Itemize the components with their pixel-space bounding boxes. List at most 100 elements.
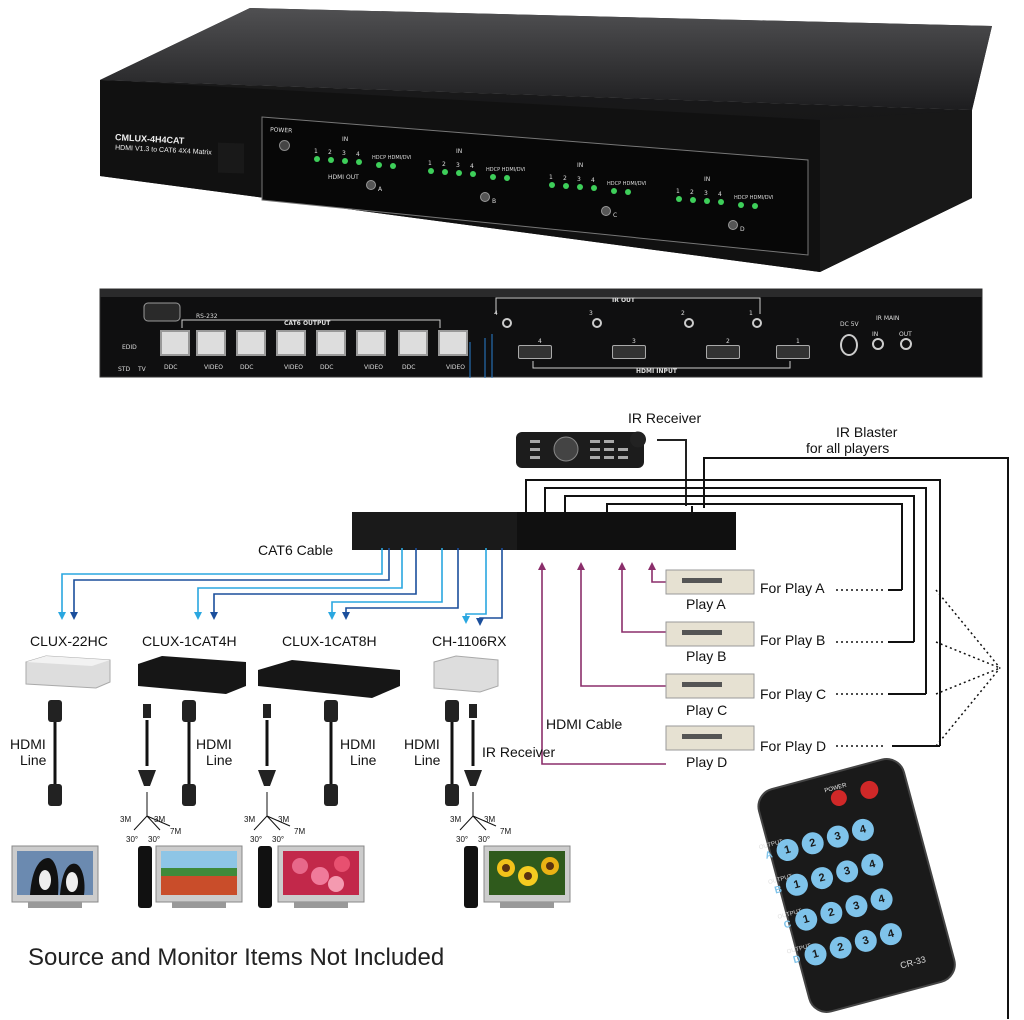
input-led <box>356 159 362 165</box>
ddc-label: DDC <box>164 364 178 371</box>
ir-out-jack[interactable] <box>502 318 512 328</box>
remote-output-button[interactable]: 2 <box>808 864 836 892</box>
cat6-port[interactable] <box>356 330 386 356</box>
remote-output-button[interactable]: 2 <box>827 934 855 962</box>
ir-out-jack[interactable] <box>752 318 762 328</box>
cat6-port[interactable] <box>196 330 226 356</box>
hdcp-led <box>490 174 496 180</box>
player-name-label: Play D <box>686 754 728 770</box>
remote-output-button[interactable]: 3 <box>833 857 861 885</box>
zone-select-button[interactable] <box>480 192 490 202</box>
front-hdcp-label: HDCP HDMI/DVI <box>607 181 647 187</box>
front-input-number: 3 <box>456 162 460 169</box>
remote-output-button[interactable]: 2 <box>799 829 827 857</box>
input-led <box>690 197 696 203</box>
cat6-port[interactable] <box>316 330 346 356</box>
front-hdcp-label: HDCP HDMI/DVI <box>372 155 412 161</box>
front-in-label: IN <box>342 136 349 143</box>
ir-out-jack[interactable] <box>592 318 602 328</box>
ddc-label: DDC <box>240 364 254 371</box>
zone-select-button[interactable] <box>601 206 611 216</box>
zone-select-button[interactable] <box>366 180 376 190</box>
hdmi-input-number: 1 <box>796 338 800 345</box>
ir-out-jack[interactable] <box>684 318 694 328</box>
cat6-port[interactable] <box>276 330 306 356</box>
remote-output-button[interactable]: 4 <box>858 851 886 879</box>
receiver-ch-1106rx: CH-1106RX <box>432 633 507 649</box>
input-led <box>328 157 334 163</box>
ir-blaster-label: IR Blaster <box>836 424 898 440</box>
hdmi-input-port[interactable] <box>776 345 810 359</box>
cat6-port[interactable] <box>398 330 428 356</box>
front-hdcp-label: HDCP HDMI/DVI <box>734 195 774 201</box>
player-remote-label: For Play B <box>760 632 826 648</box>
dc-jack[interactable] <box>840 334 858 356</box>
footnote: Source and Monitor Items Not Included <box>28 944 445 971</box>
front-input-number: 2 <box>690 189 694 196</box>
cat6-port[interactable] <box>236 330 266 356</box>
cat6-port[interactable] <box>160 330 190 356</box>
hdmi-line-label: HDMI <box>196 736 232 752</box>
ir-main-out-jack[interactable] <box>900 338 912 350</box>
ir-out-number: 4 <box>494 310 498 317</box>
ddc-label: DDC <box>320 364 334 371</box>
remote-output-button[interactable]: 3 <box>824 823 852 851</box>
hdcp-led <box>738 202 744 208</box>
ir-out-number: 2 <box>681 310 685 317</box>
hdmi-input-port[interactable] <box>612 345 646 359</box>
player-name-label: Play B <box>686 648 727 664</box>
hdmi-input-port[interactable] <box>518 345 552 359</box>
hdmi-input-port[interactable] <box>706 345 740 359</box>
remote-output-button[interactable]: 4 <box>877 920 905 948</box>
remote-output-button[interactable]: 4 <box>849 816 877 844</box>
input-led <box>342 158 348 164</box>
dc-label: DC 5V <box>840 321 859 328</box>
zone-letter: A <box>378 186 383 193</box>
hdmi-input-number: 2 <box>726 338 730 345</box>
range-3m-label: 3M <box>120 815 132 824</box>
receiver-clux-1cat4h: CLUX-1CAT4H <box>142 633 237 649</box>
angle-label: 30° <box>456 835 469 844</box>
input-led <box>591 185 597 191</box>
power-button[interactable] <box>279 140 290 151</box>
std-label: STD <box>118 366 131 373</box>
front-in-label: IN <box>456 148 463 155</box>
receiver-clux-1cat8h: CLUX-1CAT8H <box>282 633 377 649</box>
remote-model-label: CR-33 <box>899 954 927 971</box>
zone-letter: D <box>740 226 745 233</box>
hdmi-input-label: HDMI INPUT <box>636 368 677 375</box>
ir-main-label: IR MAIN <box>876 315 900 322</box>
rs232-label: RS-232 <box>196 313 218 320</box>
hdmi-cable-label: HDMI Cable <box>546 716 623 732</box>
hdmi-input-number: 4 <box>538 338 542 345</box>
ir-main-in-jack[interactable] <box>872 338 884 350</box>
hdmi-line-label: HDMI <box>10 736 46 752</box>
remote-output-button[interactable]: 2 <box>817 899 845 927</box>
ddc-label: DDC <box>402 364 416 371</box>
hdcp-led <box>625 189 631 195</box>
zone-letter: B <box>492 198 497 205</box>
front-input-number: 4 <box>591 177 595 184</box>
input-led <box>470 171 476 177</box>
input-led <box>676 196 682 202</box>
hdcp-led <box>611 188 617 194</box>
ir-out-label: IR OUT <box>612 297 636 304</box>
input-led <box>718 199 724 205</box>
ir-out-number: 1 <box>749 310 753 317</box>
front-input-number: 2 <box>328 149 332 156</box>
remote-output-button[interactable]: 4 <box>868 885 896 913</box>
player-remote-label: For Play A <box>760 580 825 596</box>
range-3m-label: 3M <box>154 815 166 824</box>
front-input-number: 1 <box>676 188 680 195</box>
angle-label: 30° <box>272 835 285 844</box>
range-3m-label: 3M <box>484 815 496 824</box>
input-led <box>428 168 434 174</box>
hdmi-line-label: Line <box>20 752 47 768</box>
remote-output-button[interactable]: 3 <box>842 892 870 920</box>
cat6-port[interactable] <box>438 330 468 356</box>
remote-output-button[interactable]: 3 <box>852 927 880 955</box>
input-led <box>563 183 569 189</box>
front-input-number: 3 <box>342 150 346 157</box>
zone-select-button[interactable] <box>728 220 738 230</box>
input-led <box>577 184 583 190</box>
